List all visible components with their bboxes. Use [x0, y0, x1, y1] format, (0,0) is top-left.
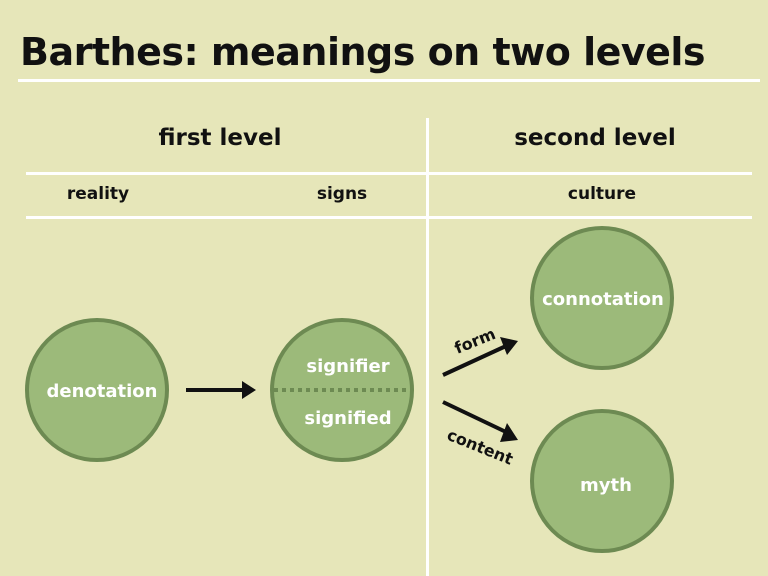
subheader-reality: reality: [66, 184, 130, 204]
arrow-form: form: [442, 324, 518, 377]
connotation-label: connotation: [542, 289, 664, 310]
header-second-level: second level: [514, 125, 676, 151]
denotation-label: denotation: [47, 381, 158, 402]
subheader-signs: signs: [316, 184, 368, 204]
arrow-content: content: [442, 400, 518, 469]
myth-node: myth: [530, 409, 674, 553]
signified-label: signified: [304, 408, 391, 429]
connotation-node: connotation: [530, 226, 674, 370]
page-title: Barthes: meanings on two levels: [20, 30, 706, 74]
myth-label: myth: [580, 475, 632, 496]
denotation-node: denotation: [25, 318, 169, 462]
header-divider-bottom: [26, 216, 752, 219]
title-underline: [18, 79, 760, 82]
arrow-denotation-to-sign: [186, 381, 256, 399]
subheader-culture: culture: [567, 184, 637, 204]
header-divider-top: [26, 172, 752, 175]
sign-node: signifier signified: [270, 318, 414, 462]
signifier-label: signifier: [306, 356, 389, 377]
header-first-level: first level: [158, 125, 282, 151]
column-divider: [426, 118, 429, 576]
